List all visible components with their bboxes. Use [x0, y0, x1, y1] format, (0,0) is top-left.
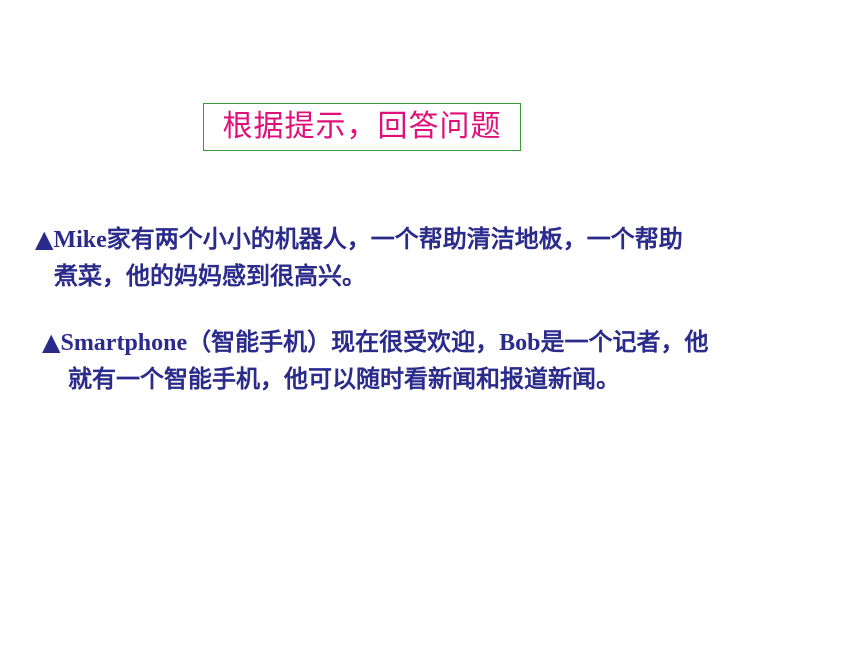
triangle-bullet-icon: ▲: [42, 327, 61, 356]
paragraph-2-name: Bob: [499, 330, 541, 356]
paragraph-2-line-1: ▲Smartphone（智能手机）现在很受欢迎，Bob是一个记者，他: [42, 324, 857, 361]
paragraph-1-line-1: ▲Mike家有两个小小的机器人，一个帮助清洁地板，一个帮助: [35, 221, 835, 258]
paragraph-2-term: Smartphone: [60, 330, 188, 356]
paragraph-1-text: 家有两个小小的机器人，一个帮助清洁地板，一个帮助: [106, 224, 683, 253]
paragraph-2-text: 是一个记者，他: [540, 327, 709, 356]
paragraph-2-gloss: （智能手机）现在很受欢迎，: [187, 327, 500, 356]
prompt-paragraph-1: ▲Mike家有两个小小的机器人，一个帮助清洁地板，一个帮助 煮菜，他的妈妈感到很…: [35, 221, 835, 294]
paragraph-1-name: Mike: [53, 227, 107, 253]
paragraph-2-line-2: 就有一个智能手机，他可以随时看新闻和报道新闻。: [68, 364, 620, 393]
page-title: 根据提示，回答问题: [222, 109, 502, 144]
title-box: 根据提示，回答问题: [203, 103, 521, 151]
paragraph-1-line-2: 煮菜，他的妈妈感到很高兴。: [54, 261, 366, 290]
prompt-paragraph-2: ▲Smartphone（智能手机）现在很受欢迎，Bob是一个记者，他 就有一个智…: [42, 324, 857, 397]
triangle-bullet-icon: ▲: [35, 224, 54, 253]
